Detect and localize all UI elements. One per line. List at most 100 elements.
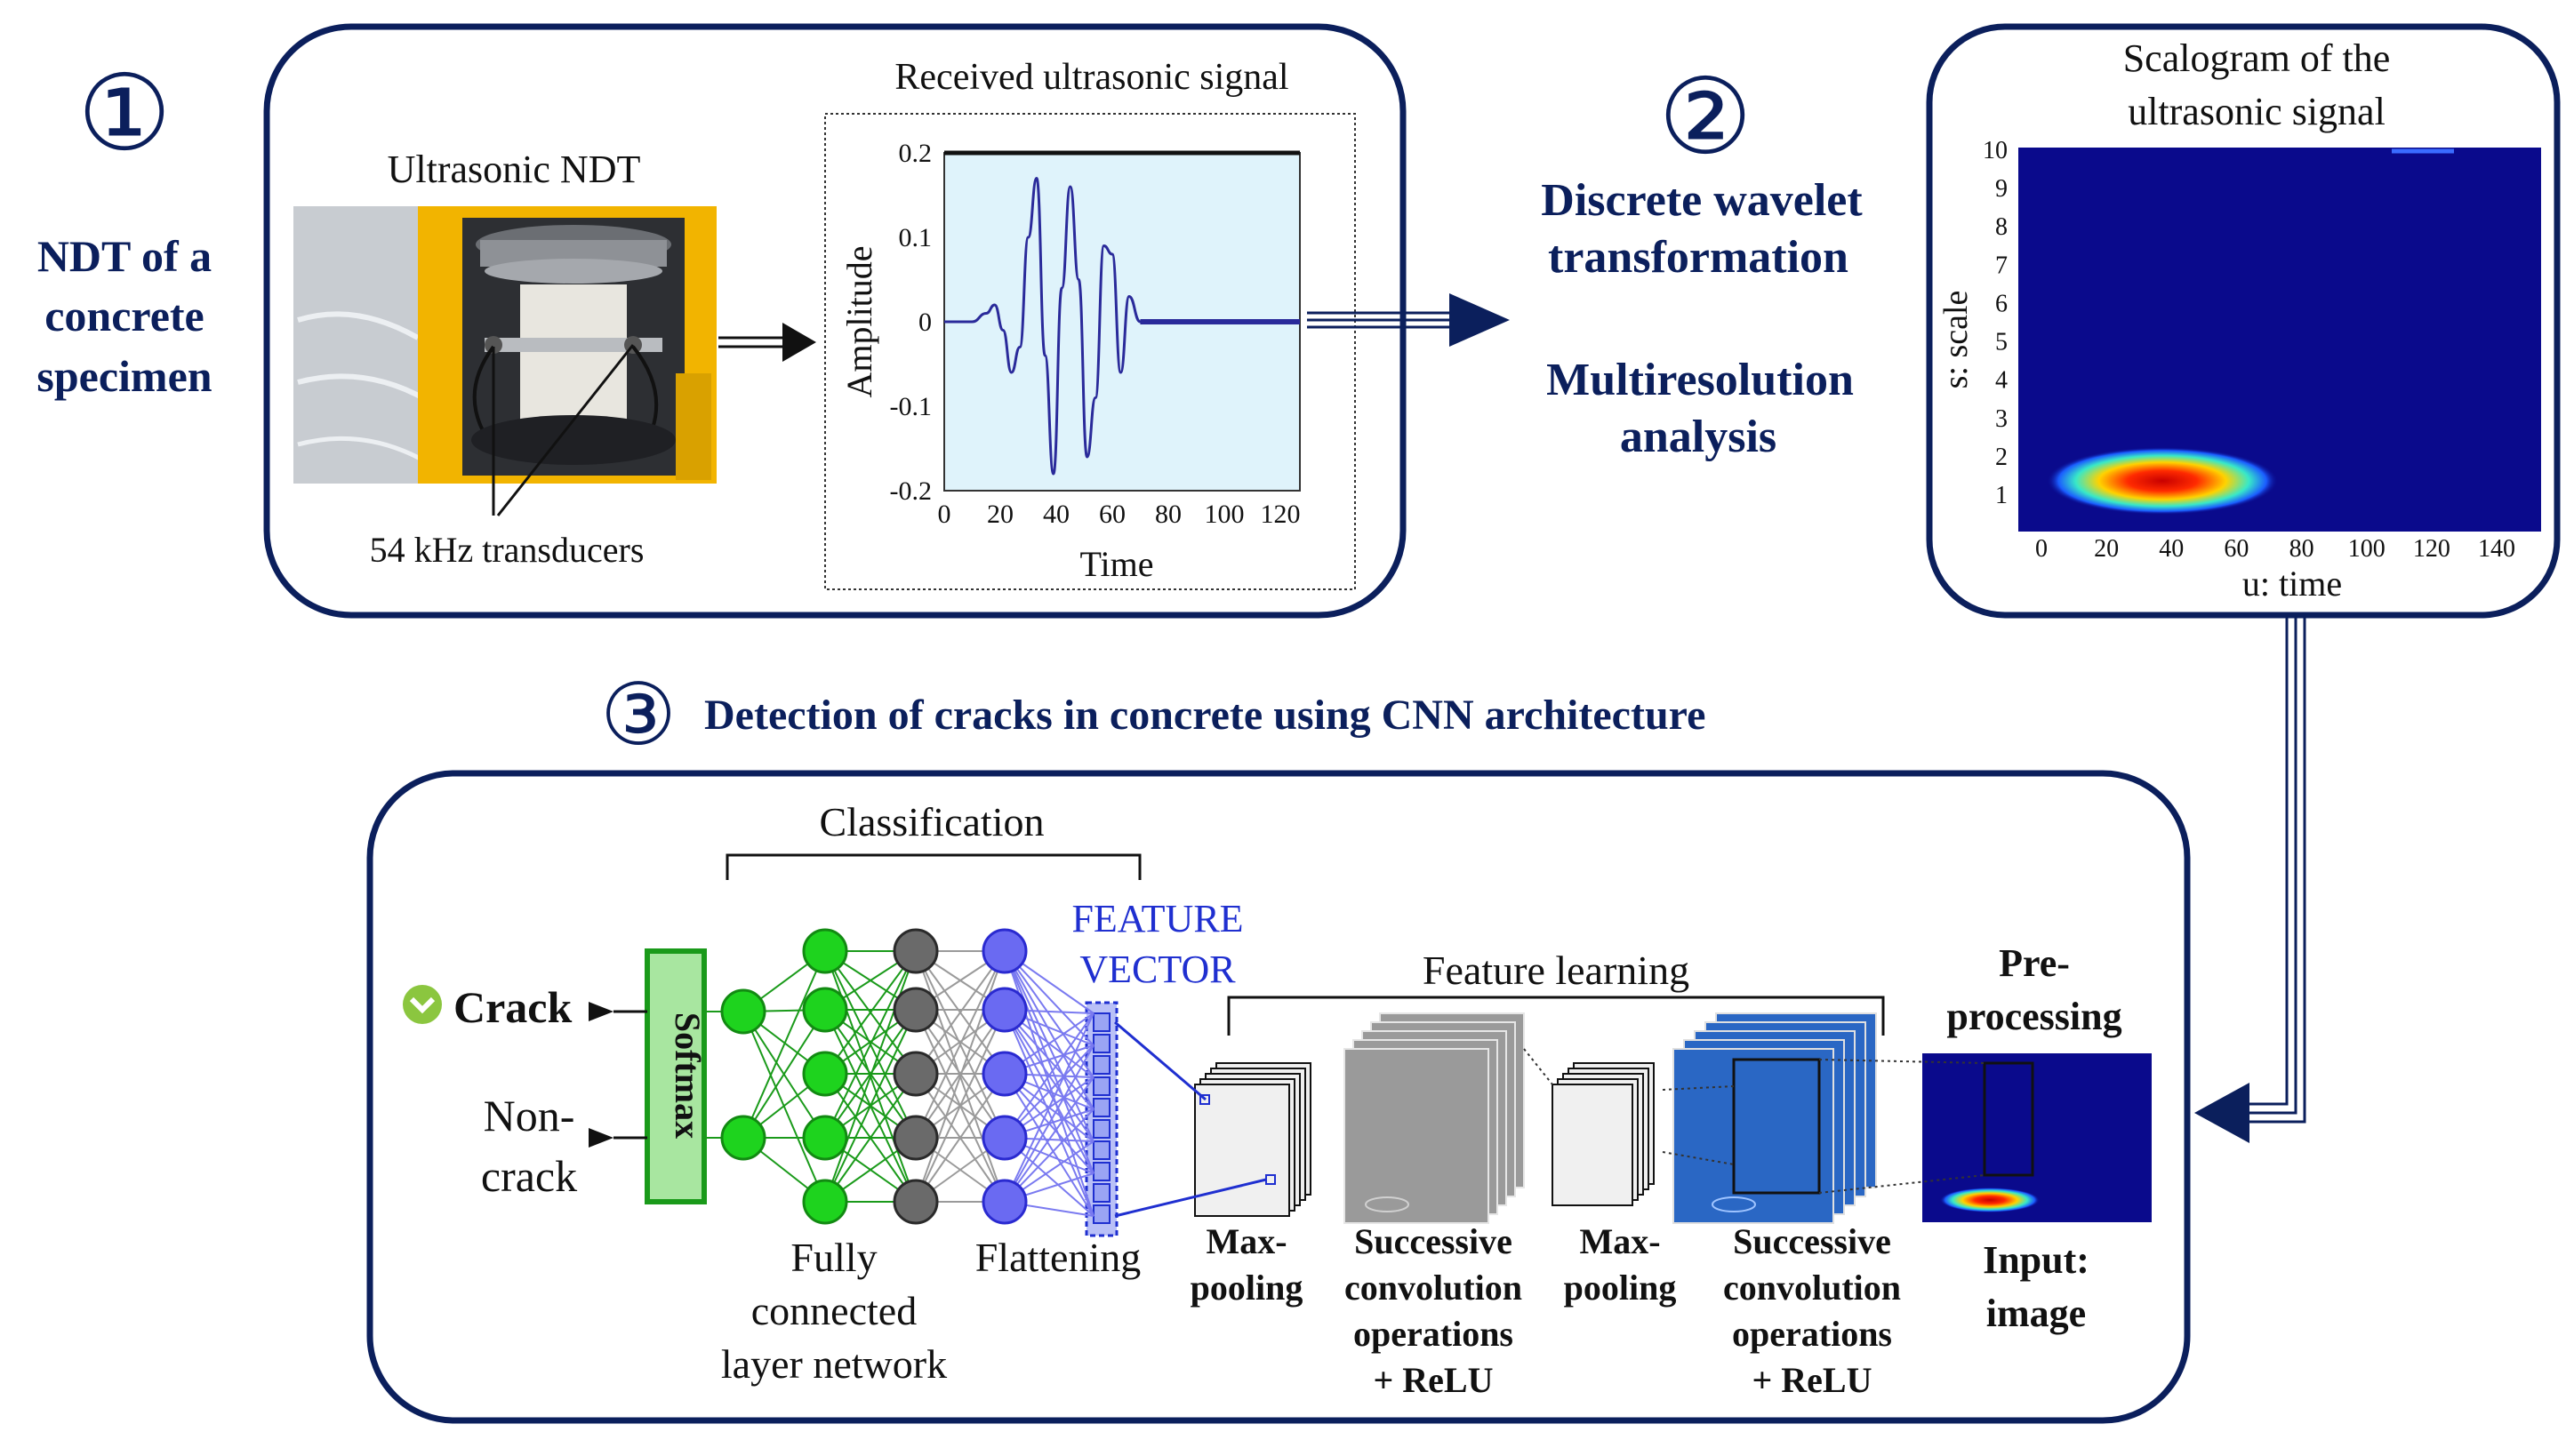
fully-line1: Fully — [790, 1235, 877, 1280]
signal-xlabel: Time — [1079, 544, 1153, 584]
maxpool-stack-1 — [1194, 1062, 1311, 1217]
scalogram-ytick: 2 — [1995, 444, 2008, 471]
flattening-label: Flattening — [975, 1235, 1142, 1280]
network-edge — [915, 950, 1006, 1139]
fc-green-node — [802, 1051, 848, 1097]
step3-number: ③ — [600, 668, 677, 763]
scalogram-xtick: 80 — [2289, 535, 2314, 563]
network-edge — [1004, 950, 1095, 1142]
signal-xtick: 60 — [1099, 500, 1126, 529]
scalogram-ytick: 4 — [1995, 367, 2008, 395]
network-edge — [915, 1009, 1006, 1203]
input-line2: image — [1986, 1292, 2086, 1335]
feature-vector-cell — [1093, 1162, 1111, 1181]
signal-ytick: 0 — [918, 308, 932, 337]
step1-number: ① — [77, 56, 172, 172]
scalogram-ytick: 5 — [1995, 329, 2008, 356]
network-edge — [1004, 950, 1095, 1110]
network-edge — [1004, 950, 1095, 1174]
network-edge — [824, 1009, 917, 1203]
scalogram-xtick: 140 — [2478, 535, 2515, 563]
conv-stack-blue — [1672, 1012, 1877, 1224]
photo-title: Ultrasonic NDT — [388, 148, 641, 191]
fc-green-node — [802, 928, 848, 974]
conv2-line4: + ReLU — [1752, 1360, 1872, 1400]
ndt-machine-photo — [293, 206, 717, 484]
fc-blue-node — [982, 1115, 1028, 1161]
scalogram-ylabel: s: scale — [1937, 291, 1975, 389]
network-edge — [824, 950, 917, 1139]
feature-vector-cell — [1093, 1119, 1111, 1139]
transducer-pointer-2 — [496, 344, 635, 516]
conv2-line3: operations — [1732, 1314, 1892, 1354]
feature-vector-cell — [1093, 1055, 1111, 1075]
scalogram-xtick: 20 — [2094, 535, 2119, 563]
network-edge — [824, 1009, 917, 1139]
signal-ytick: -0.2 — [890, 476, 933, 506]
maxpool-stack-2 — [1552, 1062, 1655, 1206]
network-edge — [1004, 950, 1095, 1078]
network-edge — [1004, 1012, 1095, 1203]
fc-green-node — [802, 987, 848, 1033]
softmax-box — [645, 948, 707, 1204]
step1-label-line3: specimen — [36, 351, 212, 401]
scalogram-xtick: 0 — [2035, 535, 2048, 563]
maxpool2-line1: Max- — [1579, 1221, 1660, 1261]
signal-xtick: 120 — [1260, 500, 1300, 529]
preproc-connectors — [1818, 1059, 1985, 1194]
softmax-label: Softmax — [668, 1012, 708, 1139]
scalogram-xtick: 40 — [2159, 535, 2184, 563]
input-image-hotspot — [1940, 1188, 2040, 1212]
step2-line2: transformation — [1548, 232, 1848, 283]
fc-blue-node — [982, 1179, 1028, 1225]
signal-ytick: 0.1 — [899, 223, 933, 252]
step1-label-line1: NDT of a — [37, 231, 212, 281]
conv2-line2: convolution — [1723, 1268, 1901, 1308]
fc-blue-node — [982, 928, 1028, 974]
signal-xtick: 80 — [1155, 500, 1182, 529]
signal-xtick: 40 — [1043, 500, 1070, 529]
conv1-line1: Successive — [1354, 1221, 1512, 1261]
maxpool1-line1: Max- — [1206, 1221, 1287, 1261]
network-nodes — [720, 928, 1028, 1225]
maxpool2-line2: pooling — [1564, 1268, 1677, 1308]
fc-gray-node — [893, 987, 939, 1033]
scalogram-hotspot — [2047, 447, 2278, 515]
conv1-line2: convolution — [1344, 1268, 1522, 1308]
scalogram-box — [1926, 23, 2561, 619]
preprocessing-line1: Pre- — [1999, 941, 2070, 985]
preprocessing-line2: processing — [1946, 995, 2121, 1038]
output-node — [720, 988, 766, 1035]
noncrack-line2: crack — [481, 1151, 577, 1201]
fv-link-2 — [1114, 1178, 1267, 1218]
network-edge — [915, 950, 1006, 1075]
input-line1: Input: — [1983, 1238, 2089, 1282]
scalogram-ytick: 6 — [1995, 290, 2008, 317]
crack-label: Crack — [453, 982, 572, 1032]
scalogram-ytick: 1 — [1995, 482, 2008, 509]
network-edge — [1004, 1076, 1095, 1203]
feature-vector-cell — [1093, 1076, 1111, 1096]
fc-gray-node — [893, 1051, 939, 1097]
input-crop-window — [1983, 1061, 2034, 1177]
scalogram-xlabel: u: time — [2242, 564, 2342, 604]
classification-bracket — [726, 853, 1142, 880]
network-edge — [1004, 1012, 1095, 1139]
network-edge — [742, 1009, 826, 1139]
signal-ytick: 0.2 — [899, 139, 933, 168]
scalogram-ytick: 7 — [1995, 252, 2008, 279]
feature-vector-cell — [1093, 1204, 1111, 1224]
conv2-line1: Successive — [1733, 1221, 1891, 1261]
network-edge — [1004, 1044, 1095, 1203]
fc-blue-node — [982, 1051, 1028, 1097]
conv1-connectors — [1523, 1048, 1553, 1085]
step2-number: ② — [1658, 60, 1752, 176]
network-edge — [1004, 1073, 1095, 1217]
scalogram-ytick: 3 — [1995, 405, 2008, 433]
feature-vector-cell — [1093, 1183, 1111, 1203]
output-node — [720, 1115, 766, 1161]
noncrack-line1: Non- — [484, 1091, 575, 1140]
